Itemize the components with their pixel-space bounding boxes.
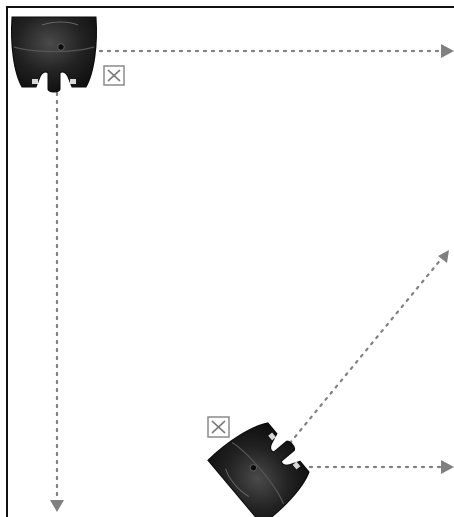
triangle-arrow-icon bbox=[50, 500, 64, 512]
x-box-icon bbox=[208, 417, 229, 437]
diagonal-dotted-line bbox=[290, 258, 442, 443]
triangle-arrow-icon bbox=[441, 44, 454, 58]
dome-camera-mount-icon bbox=[11, 17, 96, 92]
triangle-arrow-icon bbox=[441, 460, 454, 474]
triangle-arrow-icon bbox=[438, 250, 449, 263]
x-box-icon bbox=[104, 66, 124, 85]
